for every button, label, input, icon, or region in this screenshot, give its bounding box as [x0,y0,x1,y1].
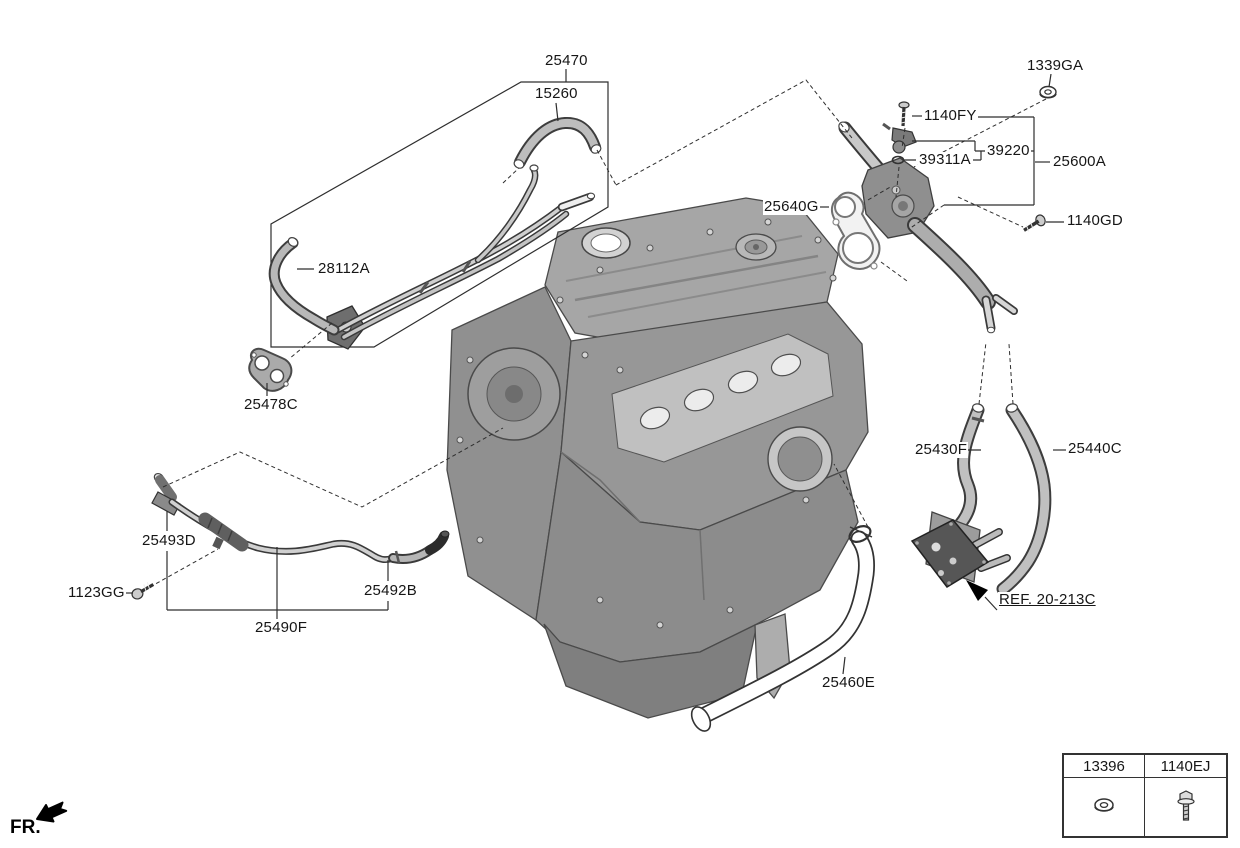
fastener-table-cell-nut [1064,778,1145,836]
part-label-1140FY[interactable]: 1140FY [923,107,978,124]
part-label-28112A[interactable]: 28112A [317,260,371,277]
front-direction-arrow-icon [36,801,68,823]
part-label-25478C[interactable]: 25478C [243,396,299,413]
part-label-25493D[interactable]: 25493D [141,532,197,549]
water-pipe-assembly-25470-illustration [326,164,596,350]
water-tube-assembly-25490F-illustration [151,472,450,564]
part-label-25460E[interactable]: 25460E [821,674,876,691]
fastener-table-header-1140EJ[interactable]: 1140EJ [1145,755,1226,778]
part-label-25600A[interactable]: 25600A [1052,153,1107,170]
bolt-1140FY-icon [898,101,910,127]
gasket-25478C-illustration [248,347,293,392]
oil-cooler-ref-illustration [910,511,1011,588]
engine-assembly-illustration [446,197,869,719]
water-pipe-25460E-illustration [690,525,875,732]
bolt-1140GD-icon [1023,214,1046,232]
part-label-25490F[interactable]: 25490F [254,619,309,636]
part-label-25640G[interactable]: 25640G [763,198,820,215]
fastener-table-header-13396[interactable]: 13396 [1064,755,1145,778]
hose-15260-illustration [513,116,602,169]
part-label-25430F[interactable]: 25430F [914,441,969,458]
part-label-1123GG[interactable]: 1123GG [67,584,126,601]
part-label-25470[interactable]: 25470 [544,52,589,69]
nut-1339GA-icon [1039,85,1057,99]
fastener-table-cell-bolt [1145,778,1226,836]
part-label-39220[interactable]: 39220 [986,142,1031,159]
dashed-assembly-lines [149,79,1047,588]
leader-lines [124,69,1066,675]
fastener-table: 13396 1140EJ [1062,753,1228,838]
coolant-pipe-assembly-25600A-illustration [838,121,1018,334]
bolt-1123GG-icon [131,582,155,600]
part-label-25492B[interactable]: 25492B [363,582,418,599]
part-label-1339GA[interactable]: 1339GA [1026,57,1085,74]
hose-28112A-illustration [268,237,340,336]
group-box-25470 [270,81,609,348]
front-direction-label: FR. [10,817,41,838]
part-label-1140GD[interactable]: 1140GD [1066,212,1124,229]
part-label-15260[interactable]: 15260 [534,85,579,102]
ref-label-20-213C[interactable]: REF. 20-213C [998,591,1097,608]
bolt-icon [1176,790,1195,821]
gasket-25640G-illustration [830,191,881,270]
nut-icon [1094,798,1114,812]
part-label-39311A[interactable]: 39311A [918,151,972,168]
part-label-25440C[interactable]: 25440C [1067,440,1123,457]
